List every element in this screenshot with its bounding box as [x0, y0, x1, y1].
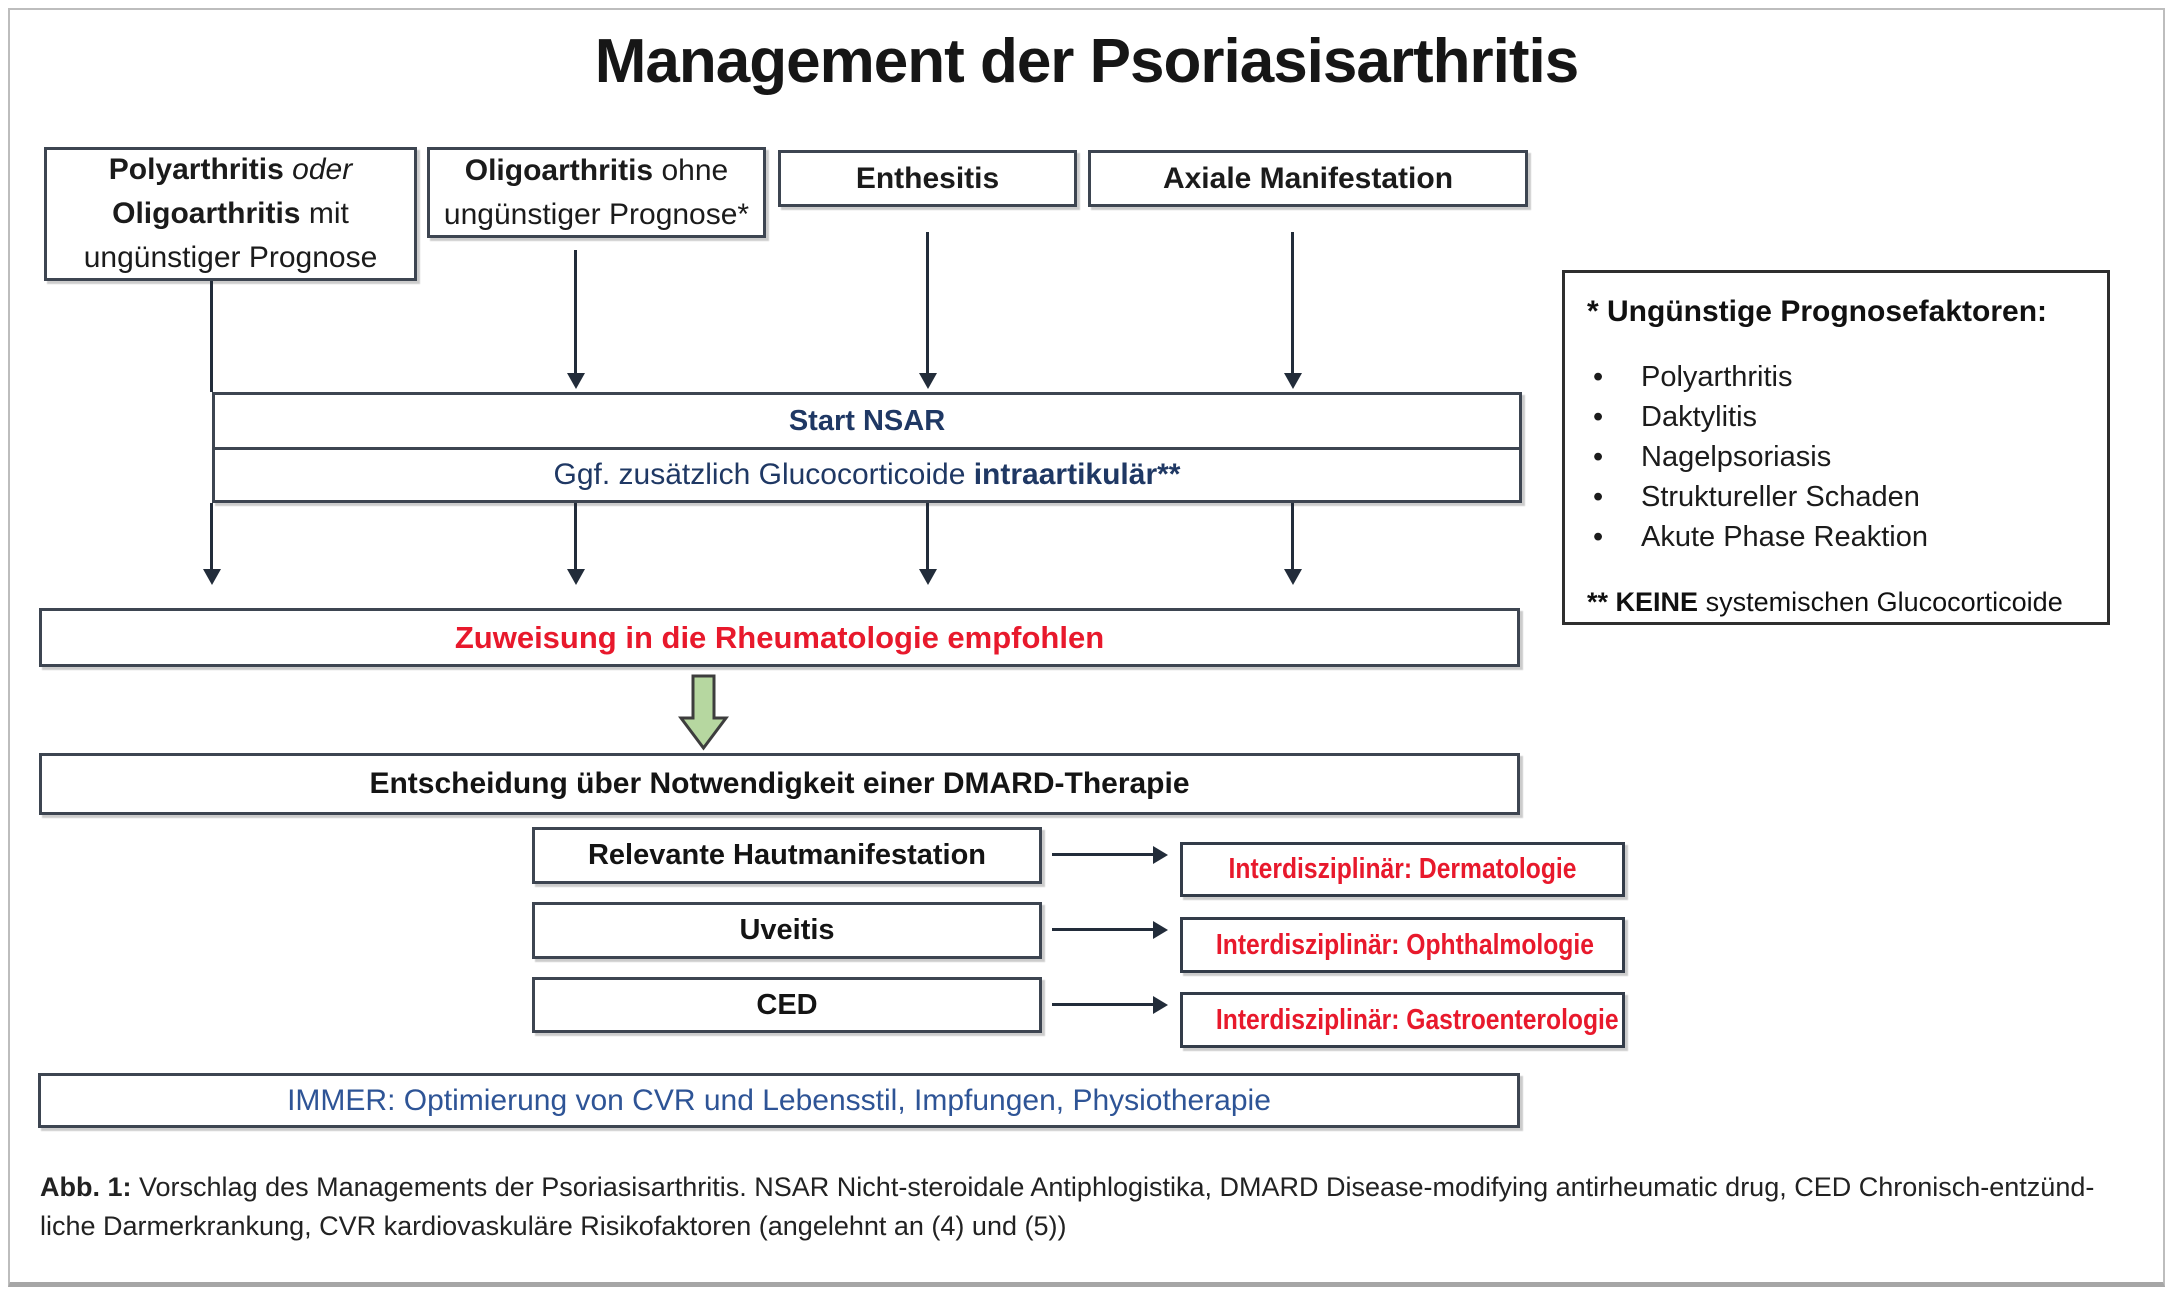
bullet-icon: • — [1593, 361, 1604, 393]
legend-item: •Polyarthritis — [1587, 357, 2097, 397]
legend-item: •Nagelpsoriasis — [1587, 437, 2097, 477]
legend-item: •Daktylitis — [1587, 397, 2097, 437]
bullet-icon: • — [1593, 521, 1604, 553]
box-axiale-manifestation: Axiale Manifestation — [1088, 150, 1528, 207]
arrow-down-icon — [926, 503, 929, 570]
box-dermatologie: Interdisziplinär: Dermatologie — [1180, 842, 1625, 897]
arrow-down-icon — [574, 250, 577, 374]
bullet-icon: • — [1593, 401, 1604, 433]
box-polyarthritis-line2: Oligoarthritis mit — [112, 197, 349, 230]
box-oligoarthritis-line2: ungünstiger Prognose* — [443, 197, 750, 231]
nsar-start-label: Start NSAR — [215, 395, 1519, 450]
bullet-icon: • — [1593, 481, 1604, 513]
box-dmard-entscheidung: Entscheidung über Notwendigkeit einer DM… — [39, 753, 1520, 815]
box-polyarthritis-line3: ungünstiger Prognose — [83, 241, 378, 274]
box-immer-optimierung: IMMER: Optimierung von CVR und Lebenssti… — [38, 1073, 1520, 1128]
arrow-right-icon — [1052, 1003, 1154, 1006]
legend-list: •Polyarthritis •Daktylitis •Nagelpsorias… — [1587, 357, 2097, 557]
box-hautmanifestation: Relevante Hautmanifestation — [532, 827, 1042, 884]
box-oligoarthritis: Oligoarthritis ohne ungünstiger Prognose… — [427, 147, 766, 238]
box-polyarthritis-line1: Polyarthritis oder — [108, 153, 353, 186]
arrow-down-icon — [574, 503, 577, 570]
box-ophthalmologie: Interdisziplinär: Ophthalmologie — [1180, 917, 1625, 973]
box-oligoarthritis-line1: Oligoarthritis ohne — [464, 153, 729, 187]
arrow-right-icon — [1052, 928, 1154, 931]
legend-title: * Ungünstige Prognosefaktoren: — [1587, 295, 2048, 328]
arrow-down-icon — [210, 281, 213, 392]
caption-line2: liche Darmerkrankung, CVR kardiovaskulär… — [40, 1211, 1067, 1241]
box-uveitis: Uveitis — [532, 902, 1042, 959]
box-zuweisung-rheumatologie: Zuweisung in die Rheumatologie empfohlen — [39, 608, 1520, 667]
arrow-right-icon — [1052, 853, 1154, 856]
legend-footnote: ** KEINE systemischen Glucocorticoide — [1587, 587, 2063, 617]
arrow-down-icon — [1291, 503, 1294, 570]
legend-item: •Akute Phase Reaktion — [1587, 517, 2097, 557]
figure-title: Management der Psoriasisarthritis — [594, 27, 1579, 96]
figure-caption: Abb. 1: Vorschlag des Managements der Ps… — [40, 1168, 2138, 1246]
box-ced: CED — [532, 977, 1042, 1033]
box-polyarthritis-oligoarthritis: Polyarthritis oder Oligoarthritis mit un… — [44, 147, 417, 281]
box-enthesitis: Enthesitis — [778, 150, 1077, 207]
legend-prognosefaktoren: * Ungünstige Prognosefaktoren: •Polyarth… — [1562, 270, 2110, 625]
box-gastroenterologie: Interdisziplinär: Gastroenterologie — [1180, 992, 1625, 1048]
arrow-down-icon — [1291, 232, 1294, 374]
big-down-arrow-icon — [678, 674, 729, 751]
bullet-icon: • — [1593, 441, 1604, 473]
nsar-glucocorticoide-label: Ggf. zusätzlich Glucocorticoide intraart… — [553, 458, 1181, 491]
box-nsar: Start NSAR Ggf. zusätzlich Glucocorticoi… — [212, 392, 1522, 503]
legend-item: •Struktureller Schaden — [1587, 477, 2097, 517]
arrow-down-icon — [210, 503, 213, 570]
caption-line1: Abb. 1: Vorschlag des Managements der Ps… — [40, 1172, 2095, 1202]
arrow-down-icon — [926, 232, 929, 374]
